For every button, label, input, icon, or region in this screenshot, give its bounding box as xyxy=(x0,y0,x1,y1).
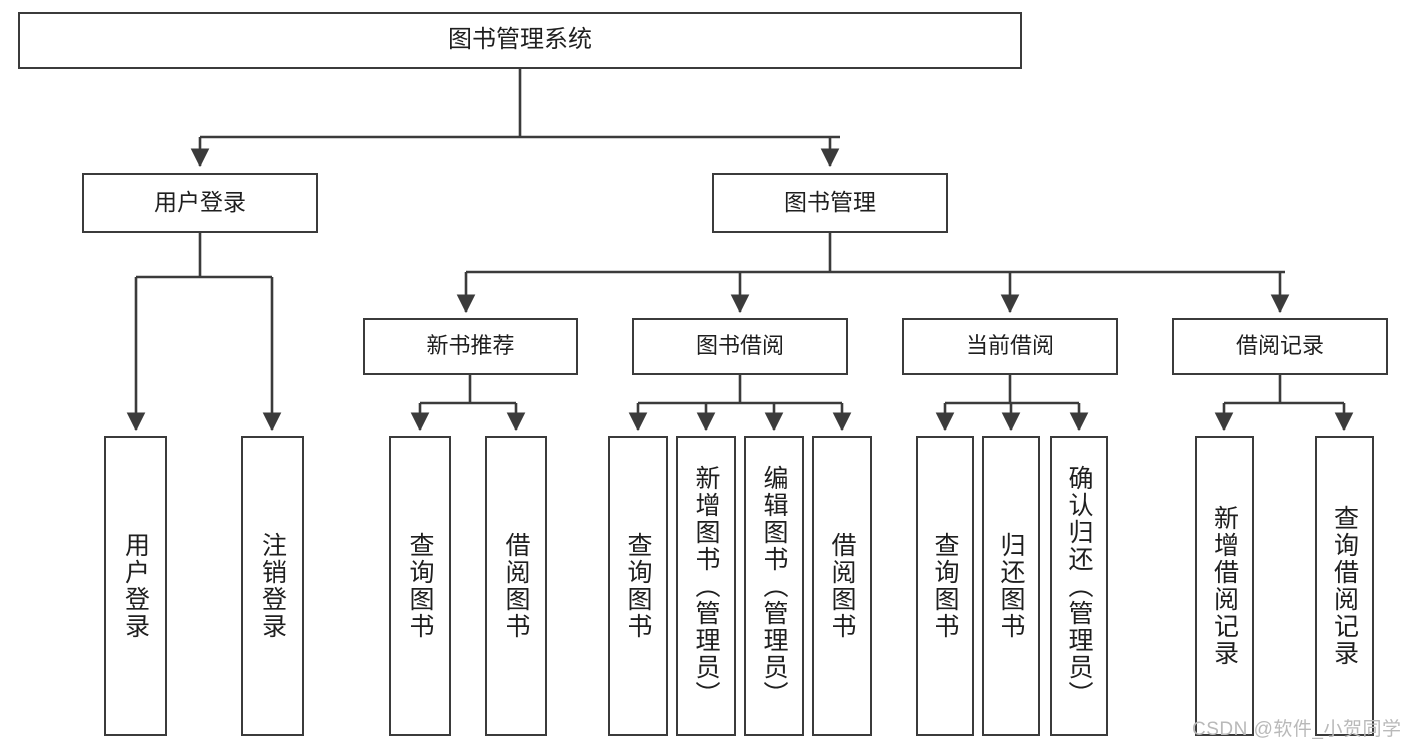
leaf-user-login-login[interactable]: 用户登录 xyxy=(104,436,167,736)
node-label: 确认归还（管理员） xyxy=(1065,464,1093,708)
node-label: 新书推荐 xyxy=(426,333,515,359)
node-label: 借阅图书 xyxy=(502,532,530,640)
leaf-new-book-borrow[interactable]: 借阅图书 xyxy=(485,436,547,736)
leaf-current-borrow-confirm-return[interactable]: 确认归还（管理员） xyxy=(1050,436,1108,736)
leaf-borrow-record-add[interactable]: 新增借阅记录 xyxy=(1195,436,1254,736)
node-user-login[interactable]: 用户登录 xyxy=(82,173,318,233)
node-current-borrow[interactable]: 当前借阅 xyxy=(902,318,1118,375)
leaf-current-borrow-query[interactable]: 查询图书 xyxy=(916,436,974,736)
leaf-book-borrow-query[interactable]: 查询图书 xyxy=(608,436,668,736)
node-label: 借阅图书 xyxy=(828,532,856,640)
leaf-book-borrow-edit[interactable]: 编辑图书（管理员） xyxy=(744,436,804,736)
leaf-user-login-logout[interactable]: 注销登录 xyxy=(241,436,304,736)
node-label: 图书管理 xyxy=(784,189,876,216)
node-label: 图书借阅 xyxy=(695,333,784,359)
node-label: 新增图书（管理员） xyxy=(692,464,720,708)
node-label: 当前借阅 xyxy=(965,333,1054,359)
node-label: 查询图书 xyxy=(406,532,434,640)
node-label: 注销登录 xyxy=(258,532,287,640)
node-book-management[interactable]: 图书管理 xyxy=(712,173,948,233)
leaf-current-borrow-return[interactable]: 归还图书 xyxy=(982,436,1040,736)
node-label: 借阅记录 xyxy=(1235,333,1324,359)
node-label: 编辑图书（管理员） xyxy=(760,464,788,708)
node-label: 查询图书 xyxy=(624,532,652,640)
node-root-system[interactable]: 图书管理系统 xyxy=(18,12,1022,69)
node-label: 归还图书 xyxy=(997,532,1025,640)
node-label: 用户登录 xyxy=(121,532,150,640)
leaf-book-borrow-add[interactable]: 新增图书（管理员） xyxy=(676,436,736,736)
node-label: 查询图书 xyxy=(931,532,959,640)
node-label: 新增借阅记录 xyxy=(1210,505,1239,667)
node-label: 用户登录 xyxy=(154,189,246,216)
leaf-borrow-record-query[interactable]: 查询借阅记录 xyxy=(1315,436,1374,736)
node-borrow-record[interactable]: 借阅记录 xyxy=(1172,318,1388,375)
node-book-borrow[interactable]: 图书借阅 xyxy=(632,318,848,375)
node-label: 图书管理系统 xyxy=(448,26,592,54)
node-new-book-recommend[interactable]: 新书推荐 xyxy=(363,318,578,375)
leaf-book-borrow-lend[interactable]: 借阅图书 xyxy=(812,436,872,736)
leaf-new-book-query[interactable]: 查询图书 xyxy=(389,436,451,736)
node-label: 查询借阅记录 xyxy=(1330,505,1359,667)
